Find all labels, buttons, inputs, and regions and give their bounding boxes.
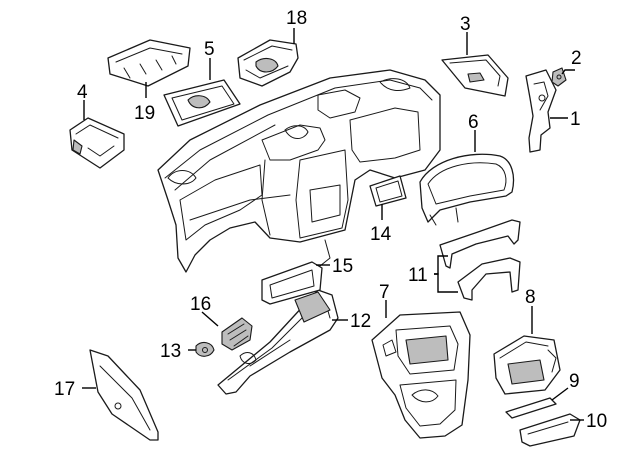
part-9-trim-strip	[505, 397, 557, 419]
part-8-module	[493, 335, 561, 395]
callout-4: 4	[77, 82, 88, 103]
part-15-lower-tray	[261, 261, 323, 305]
callout-19: 19	[134, 103, 155, 124]
callout-14: 14	[370, 224, 392, 245]
callout-5: 5	[204, 39, 215, 60]
callout-17: 17	[54, 379, 75, 400]
callout-7: 7	[379, 282, 390, 303]
callout-15: 15	[332, 256, 353, 277]
callout-16: 16	[190, 294, 211, 315]
callout-3: 3	[460, 14, 471, 35]
part-7-center-bezel	[371, 311, 471, 439]
callout-8: 8	[525, 287, 536, 308]
callout-13: 13	[160, 341, 181, 362]
instrument-panel-main	[157, 69, 441, 273]
callout-18: 18	[286, 8, 307, 29]
part-4-bracket	[69, 117, 125, 169]
part-5-bin-door	[163, 79, 241, 127]
part-19-bracket	[107, 39, 191, 87]
callout-6: 6	[468, 112, 479, 133]
callout-10: 10	[586, 411, 607, 432]
callout-12: 12	[350, 311, 371, 332]
part-17-side-cover	[89, 349, 159, 441]
callout-1: 1	[570, 109, 581, 130]
part-13-clip	[195, 341, 215, 357]
callout-11: 11	[408, 265, 428, 286]
part-18-airbag-module	[237, 39, 299, 87]
callout-labels: 1 2 3 4 5 6 7 8 9 10 11 12 13 14 15 16 1…	[54, 8, 607, 432]
part-6-cluster-bezel	[419, 153, 515, 226]
part-11-frames	[439, 219, 521, 301]
part-12-lower-panel	[217, 289, 339, 395]
part-14-small-panel	[369, 175, 407, 207]
part-1-side-trim	[525, 69, 557, 153]
leader-lines	[82, 28, 584, 421]
callout-2: 2	[571, 48, 582, 69]
part-16-vent	[221, 317, 253, 351]
callout-9: 9	[569, 371, 580, 392]
part-3-top-cover	[441, 54, 509, 97]
part-10-trim-panel	[519, 413, 581, 447]
